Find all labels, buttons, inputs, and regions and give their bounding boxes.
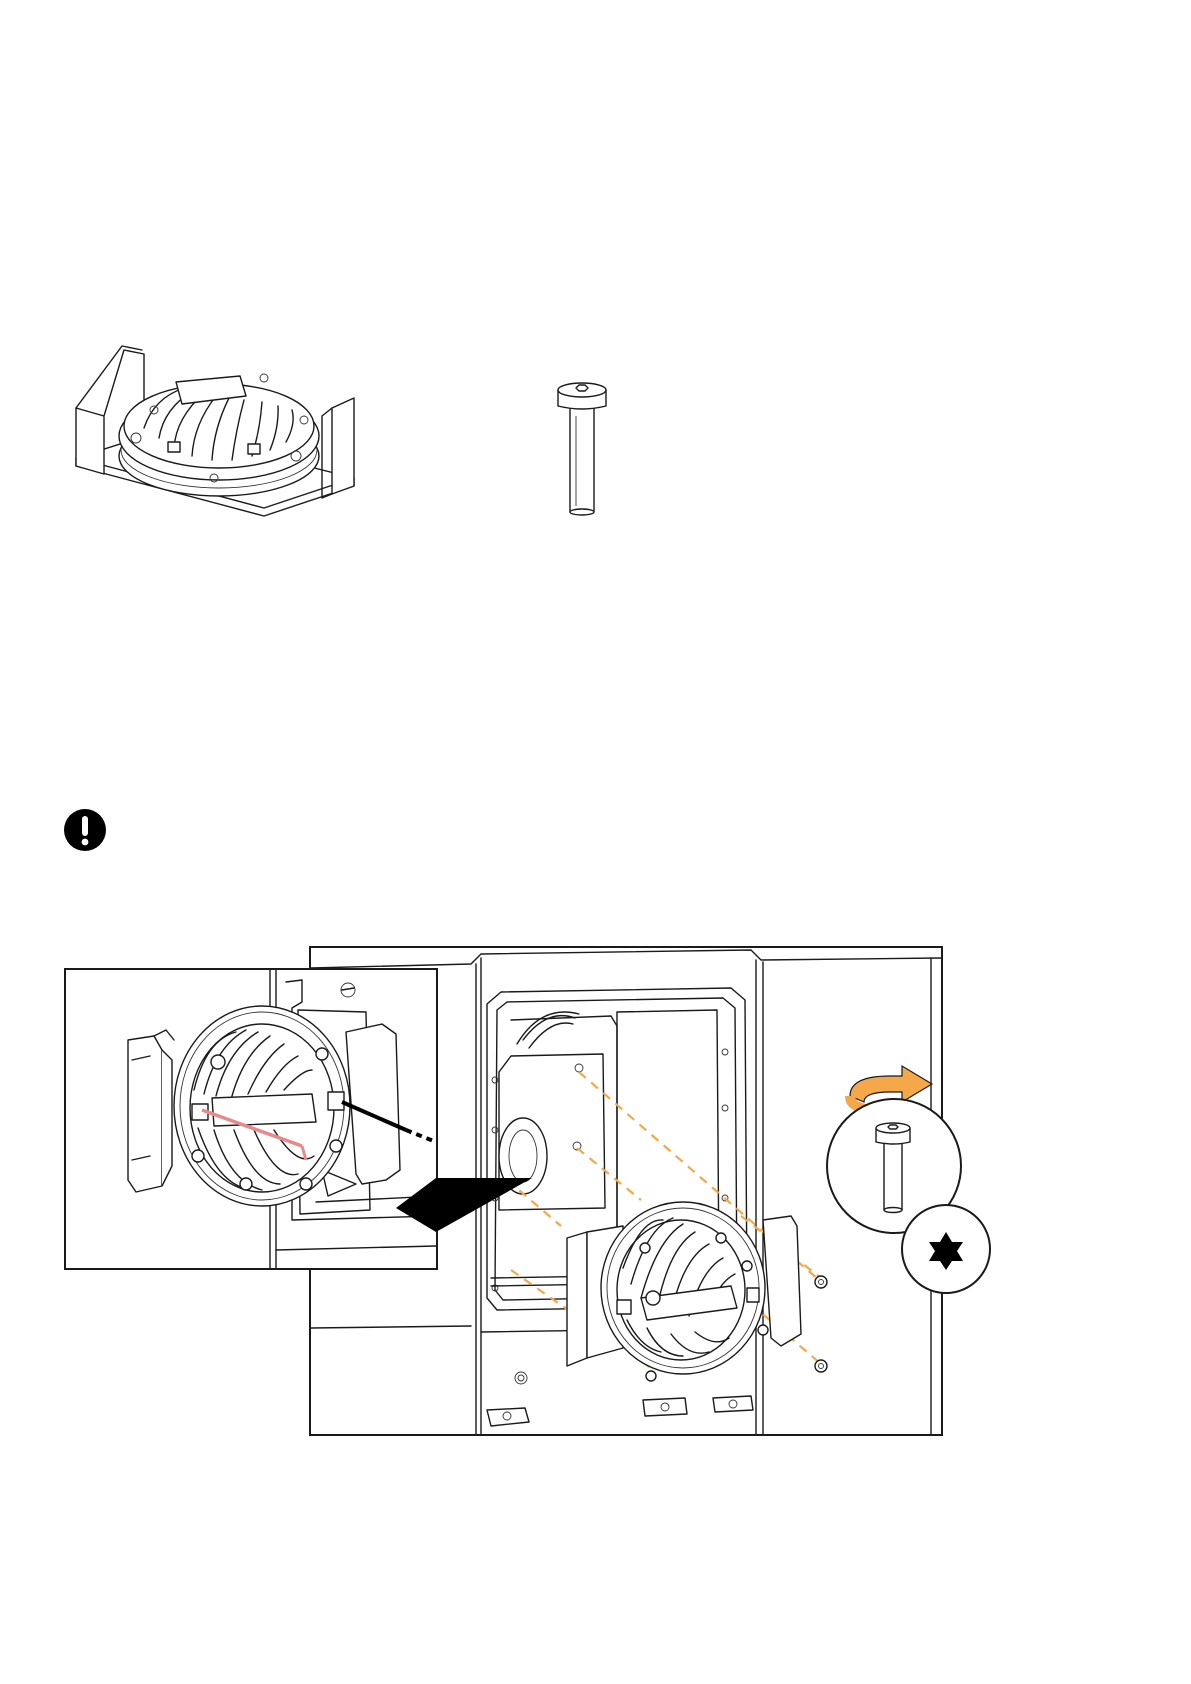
screw-part-illustration — [556, 376, 620, 516]
driver-part-illustration — [64, 338, 364, 548]
exclamation-icon — [63, 808, 107, 852]
torx-star-icon — [901, 1204, 991, 1294]
detail-zoom-inset — [64, 968, 438, 1270]
zoom-pointer — [436, 1170, 536, 1260]
